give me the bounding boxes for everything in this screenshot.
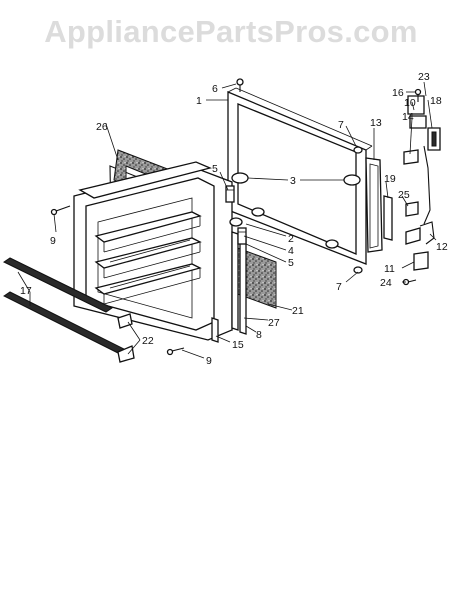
side-trim-strips: [211, 231, 247, 343]
door-shelf-lower: [94, 263, 202, 305]
trim-end-cap-upper: [117, 313, 133, 329]
door-shelf-upper: [94, 211, 202, 253]
door-trim-strip-upper: [2, 257, 114, 313]
washer-2: [251, 207, 339, 249]
callout-15: 15: [232, 339, 244, 351]
callout-10: 10: [404, 97, 416, 109]
screw-9-upper: [50, 205, 71, 216]
callout-26: 26: [96, 121, 108, 133]
screw-5-lower: [237, 227, 247, 245]
callout-14: 14: [402, 111, 414, 123]
spacer-3-left: [231, 172, 249, 184]
callout-labels: 1 6 7 3 5 2 4 5 7 21 27 8 15 9 9 26 17 2…: [20, 71, 448, 367]
callout-16: 16: [392, 87, 404, 99]
callout-27: 27: [268, 317, 280, 329]
callout-9-upper: 9: [50, 235, 56, 247]
callout-22: 22: [142, 335, 154, 347]
callout-7-top: 7: [338, 119, 344, 131]
door-handle: [365, 157, 383, 253]
callout-12: 12: [436, 241, 448, 253]
watermark-text: AppliancePartsPros.com: [44, 14, 418, 49]
callout-7-bottom: 7: [336, 281, 342, 293]
callout-23: 23: [418, 71, 430, 83]
washer-4: [229, 217, 243, 227]
callout-5-lower: 5: [288, 257, 294, 269]
callout-leaders: [17, 81, 437, 359]
outer-door-panel: [227, 87, 373, 265]
door-liner: [73, 161, 233, 341]
callout-5-upper: 5: [212, 163, 218, 175]
callout-21: 21: [292, 305, 304, 317]
screw-7-bottom: [353, 266, 363, 274]
callout-2: 2: [288, 233, 294, 245]
bottom-hinge-assembly: [405, 201, 435, 271]
trim-end-cap-lower: [117, 345, 135, 363]
callout-17: 17: [20, 285, 32, 297]
handle-insert: [383, 195, 393, 241]
callout-18: 18: [430, 95, 442, 107]
callout-11: 11: [384, 263, 395, 275]
callout-4: 4: [288, 245, 294, 257]
callout-19: 19: [384, 173, 396, 185]
callout-6: 6: [212, 83, 218, 95]
screw-9-lower: [166, 347, 185, 356]
callout-9-lower: 9: [206, 355, 212, 367]
callout-24: 24: [380, 277, 392, 289]
callout-8: 8: [256, 329, 262, 341]
callout-3: 3: [290, 175, 296, 187]
callout-1: 1: [196, 95, 202, 107]
top-hinge-assembly: [403, 95, 441, 225]
callout-13: 13: [370, 117, 382, 129]
screw-5-upper: [225, 185, 235, 203]
callout-25: 25: [398, 189, 410, 201]
spacer-3-right: [343, 174, 361, 186]
screw-top-6: [236, 78, 244, 92]
door-shelf-middle: [94, 237, 202, 279]
screw-7-top: [353, 146, 363, 154]
